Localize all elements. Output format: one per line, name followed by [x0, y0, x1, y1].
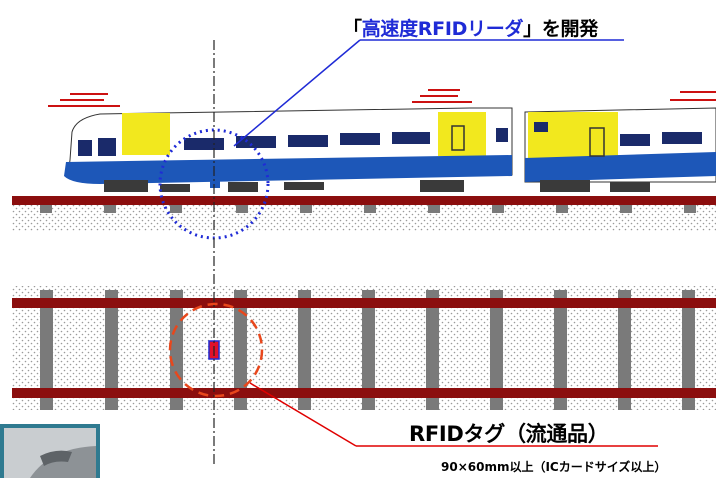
- sleepers-side: [40, 205, 696, 213]
- rail-side: [12, 196, 716, 205]
- reader-callout-line: [233, 39, 361, 147]
- tag-highlight-circle: [168, 302, 264, 398]
- rail-plan-top: [12, 298, 716, 308]
- camera-photo-icon: [0, 424, 100, 478]
- page-title: 「高速度RFIDリーダ」を開発: [343, 18, 598, 40]
- train-icon: [64, 107, 513, 192]
- rfid-reader-icon: [210, 176, 220, 188]
- speed-lines: [48, 89, 716, 107]
- title-highlight: 高速度RFIDリーダ: [361, 18, 524, 40]
- rail-plan-bottom: [12, 388, 716, 398]
- tag-callout-line: [249, 382, 357, 447]
- train-icon: [524, 107, 716, 192]
- sleepers-plan: [40, 290, 695, 410]
- tag-size-note: 90×60mm以上（ICカードサイズ以上）: [441, 460, 667, 474]
- tag-label: RFIDタグ（流通品）: [409, 422, 609, 446]
